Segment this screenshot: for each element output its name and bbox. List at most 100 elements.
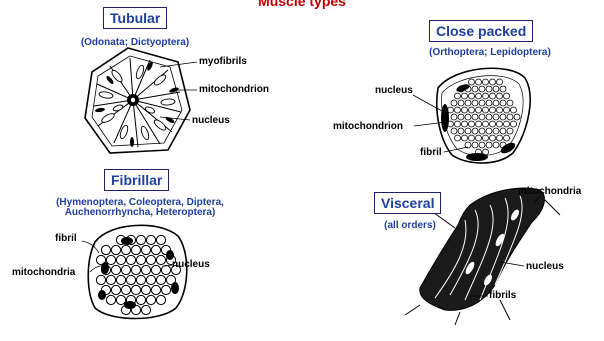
fibril-dot	[500, 128, 506, 134]
fibril-dot	[479, 128, 485, 134]
fibril-dot	[146, 275, 155, 284]
fibril-dot	[483, 107, 489, 113]
fibrillar-mitochondria-label: mitochondria	[12, 267, 75, 278]
fibril-dot	[462, 135, 468, 141]
fibril-dot	[469, 121, 475, 127]
fibril-dot	[146, 235, 155, 244]
fibril-dot	[458, 128, 464, 134]
fibril-dot	[116, 295, 125, 304]
fibrillar-fibril-label: fibril	[55, 233, 77, 244]
fibril-dot	[161, 265, 170, 274]
fibril-dot	[131, 285, 140, 294]
fibril-dot	[490, 93, 496, 99]
fibril-dot	[455, 107, 461, 113]
fibril-dot	[472, 86, 478, 92]
fibril-dot	[146, 255, 155, 264]
fibril-dot	[455, 121, 461, 127]
fibril-dot	[451, 100, 457, 106]
fibril-dot	[486, 100, 492, 106]
fibril-dot	[469, 107, 475, 113]
fibril-dot	[476, 93, 482, 99]
fibril-dot	[462, 93, 468, 99]
fibril-dot	[106, 255, 115, 264]
fibril-dot	[136, 255, 145, 264]
fibril-dot	[141, 305, 150, 314]
fibril-dot	[479, 100, 485, 106]
fibril-dot	[472, 142, 478, 148]
fibril-dot	[121, 265, 130, 274]
visceral-title: Visceral	[374, 192, 441, 214]
fibril-dot	[469, 79, 475, 85]
fibril-dot	[493, 114, 499, 120]
fibril-dot	[465, 100, 471, 106]
fibril-dot	[141, 265, 150, 274]
fibril-dot	[111, 265, 120, 274]
fibril-dot	[483, 79, 489, 85]
fibril-dot	[500, 114, 506, 120]
fibril-dot	[136, 295, 145, 304]
fibril-dot	[151, 265, 160, 274]
fibril-dot	[511, 121, 517, 127]
fibril-dot	[116, 255, 125, 264]
fibril-dot	[476, 107, 482, 113]
tubular-mitochondrion-label: mitochondrion	[199, 84, 269, 95]
fibril-dot	[126, 255, 135, 264]
fibril-dot	[486, 86, 492, 92]
close-packed-fibril-label: fibril	[420, 147, 442, 158]
fibril-dot	[136, 275, 145, 284]
fibril-dot	[462, 107, 468, 113]
fibrillar-orders-line2: Auchenorrhyncha, Heteroptera)	[35, 207, 245, 218]
tubular-title: Tubular	[103, 7, 167, 29]
fibril-dot	[486, 142, 492, 148]
fibril-dot	[497, 107, 503, 113]
fibril-dot	[141, 245, 150, 254]
close-packed-mitochondrion-label: mitochondrion	[333, 121, 403, 132]
fibril-dot	[490, 79, 496, 85]
fibril-dot	[121, 245, 130, 254]
fibril-dot	[476, 79, 482, 85]
fibril-dot	[486, 128, 492, 134]
fibril-dot	[504, 121, 510, 127]
fibril-dot	[497, 93, 503, 99]
close-packed-nucleus-label: nucleus	[375, 85, 413, 96]
fibril-dot	[156, 275, 165, 284]
tubular-muscle-drawing	[85, 48, 197, 153]
fibril-dot	[476, 121, 482, 127]
close-packed-orders: (Orthoptera; Lepidoptera)	[400, 47, 580, 58]
fibril-dot	[131, 245, 140, 254]
visceral-fibrils-label: fibrils	[489, 290, 516, 301]
fibril-dot	[101, 245, 110, 254]
fibril-dot	[497, 121, 503, 127]
fibril-dot	[493, 100, 499, 106]
fibril-dot	[500, 86, 506, 92]
fibril-dot	[111, 245, 120, 254]
fibril-dot	[455, 135, 461, 141]
fibril-dot	[146, 295, 155, 304]
fibril-dot	[126, 275, 135, 284]
fibril-dot	[111, 285, 120, 294]
fibril-dot	[469, 135, 475, 141]
fibril-dot	[465, 114, 471, 120]
fibril-dot	[511, 107, 517, 113]
tubular-orders: (Odonata; Dictyoptera)	[60, 37, 210, 48]
fibril-dot	[476, 135, 482, 141]
fibril-dot	[504, 107, 510, 113]
fibril-dot	[472, 128, 478, 134]
fibril-dot	[507, 114, 513, 120]
fibril-dot	[451, 128, 457, 134]
fibril-dot	[479, 114, 485, 120]
fibril-dot	[472, 114, 478, 120]
fibril-dot	[106, 295, 115, 304]
close-packed-title: Close packed	[429, 20, 533, 42]
fibril-dot	[458, 100, 464, 106]
fibril-dot	[493, 86, 499, 92]
fibril-dot	[490, 135, 496, 141]
fibril-dot	[462, 121, 468, 127]
fibril-dot	[479, 86, 485, 92]
fibril-dot	[141, 285, 150, 294]
fibril-dot	[469, 93, 475, 99]
fibril-dot	[507, 100, 513, 106]
tubular-nucleus-label: nucleus	[192, 115, 230, 126]
fibril-dot	[106, 275, 115, 284]
fibril-dot	[507, 128, 513, 134]
